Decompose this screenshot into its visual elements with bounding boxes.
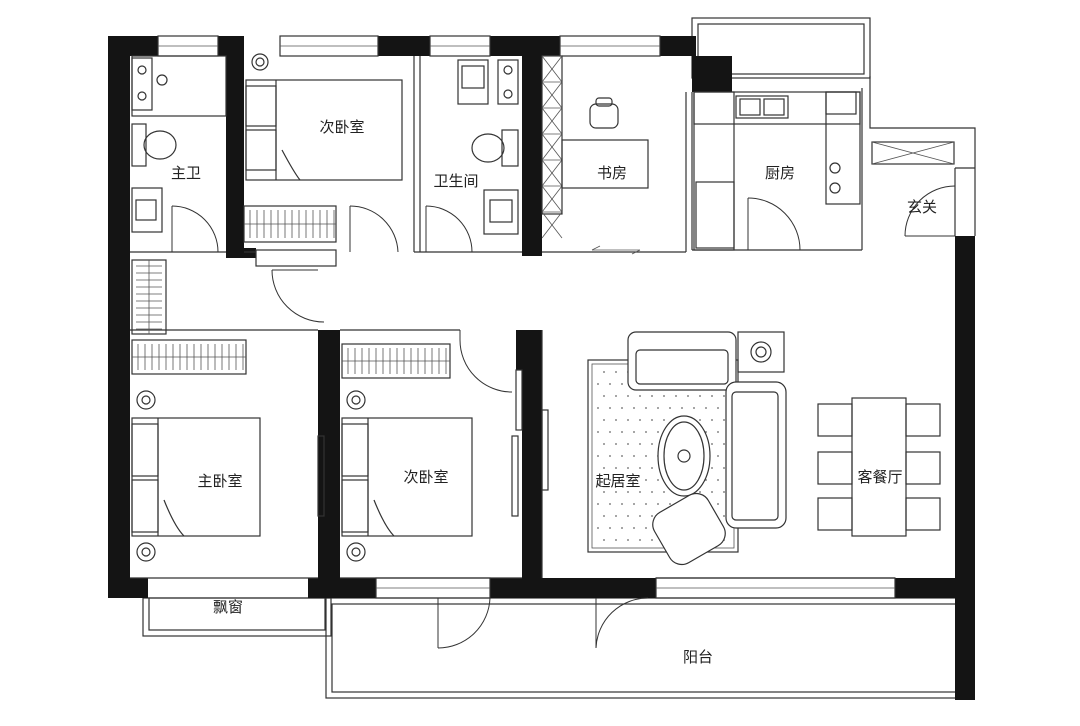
label-second-bedroom-south: 次卧室 <box>403 468 448 486</box>
label-kitchen: 厨房 <box>765 164 795 182</box>
label-balcony: 阳台 <box>683 648 713 666</box>
dining-table <box>817 397 941 537</box>
bed-second-bedroom-north <box>245 53 403 181</box>
entrance-cabinet <box>871 141 955 165</box>
label-dining-room: 客餐厅 <box>857 468 902 486</box>
interior-walls <box>226 36 542 598</box>
master-bath-fixtures <box>131 55 227 233</box>
label-bay-window: 飘窗 <box>213 598 243 616</box>
entrance-niche-outline <box>869 76 976 236</box>
study-furniture <box>541 55 649 239</box>
label-entrance: 玄关 <box>907 198 937 216</box>
kitchen-furniture <box>693 91 861 251</box>
living-room-furniture <box>587 331 787 566</box>
windows <box>157 35 896 599</box>
label-study: 书房 <box>597 164 627 182</box>
label-master-bedroom: 主卧室 <box>197 472 242 490</box>
balcony-outline <box>325 597 973 699</box>
doors <box>171 167 975 649</box>
label-bathroom: 卫生间 <box>433 172 478 190</box>
bed-second-bedroom-south <box>341 390 473 562</box>
bed-master-bedroom <box>131 390 261 562</box>
label-second-bedroom-north: 次卧室 <box>319 118 364 136</box>
label-living-room: 起居室 <box>595 472 640 490</box>
bay-window-outline <box>142 597 332 637</box>
exterior-walls <box>108 36 975 700</box>
bathroom-fixtures <box>457 59 519 235</box>
label-master-bath: 主卫 <box>171 164 201 182</box>
